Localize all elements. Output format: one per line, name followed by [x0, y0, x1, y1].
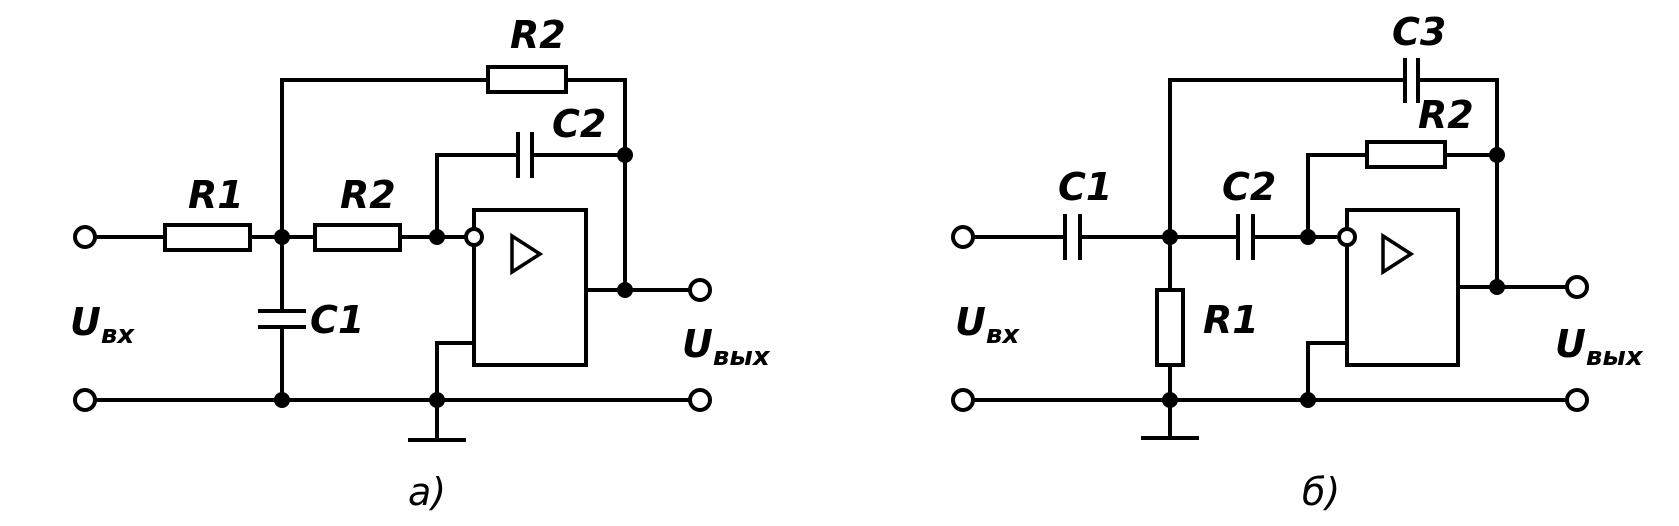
- resistor-r1-b: [1155, 288, 1185, 367]
- label-r1: R1: [188, 173, 244, 217]
- label-r2: R2: [1418, 93, 1474, 137]
- label-c1: C1: [310, 298, 364, 342]
- output-terminal-icon: [688, 278, 712, 302]
- label-u-out-main: U: [682, 322, 713, 366]
- diagram-b-junctions: [1162, 147, 1505, 408]
- junction-dot-icon: [1300, 392, 1316, 408]
- label-u-in-sub: вх: [986, 320, 1020, 350]
- triangle-icon: [510, 232, 544, 276]
- resistor-r2-top-a: [486, 65, 568, 94]
- junction-dot-icon: [274, 229, 290, 245]
- label-c3: C3: [1392, 10, 1446, 54]
- output-ground-terminal-icon: [1565, 388, 1589, 412]
- label-c2: C2: [552, 102, 606, 146]
- junction-dot-icon: [1489, 147, 1505, 163]
- label-r2-top: R2: [510, 13, 566, 57]
- opamp-b: [1337, 208, 1460, 367]
- label-u-in: Uвх: [955, 300, 1020, 350]
- junction-dot-icon: [429, 392, 445, 408]
- input-terminal-icon: [951, 225, 975, 249]
- label-c1: C1: [1058, 165, 1112, 209]
- diagram-b-wires: [968, 78, 1572, 440]
- label-u-out-sub: вых: [1586, 342, 1644, 372]
- diagram-a: R1 R2 R2 C2 C1 Uвх Uвых a): [70, 13, 771, 514]
- label-r1: R1: [1203, 298, 1259, 342]
- label-u-in-main: U: [955, 300, 986, 344]
- capacitor-c3-b: [1403, 58, 1420, 103]
- label-u-in-sub: вх: [101, 320, 135, 350]
- input-ground-terminal-icon: [73, 388, 97, 412]
- label-u-out: Uвых: [682, 322, 771, 372]
- capacitor-c1-a: [258, 309, 306, 329]
- label-u-in-main: U: [70, 300, 101, 344]
- caption-b: б): [1302, 470, 1340, 514]
- input-ground-terminal-icon: [951, 388, 975, 412]
- diagram-a-junctions: [274, 147, 633, 408]
- label-u-out-main: U: [1555, 322, 1586, 366]
- output-terminal-icon: [1565, 275, 1589, 299]
- label-u-in: Uвх: [70, 300, 135, 350]
- inverting-input-circle-icon: [1337, 227, 1357, 247]
- inverting-input-circle-icon: [464, 227, 484, 247]
- diagram-a-wires: [88, 78, 695, 442]
- junction-dot-icon: [1162, 229, 1178, 245]
- junction-dot-icon: [274, 392, 290, 408]
- resistor-r2-mid-a: [313, 223, 402, 252]
- caption-a: a): [408, 470, 446, 514]
- diagram-b: C1 C2 C3 R2 R1 Uвх Uвых б): [951, 10, 1644, 514]
- junction-dot-icon: [617, 147, 633, 163]
- junction-dot-icon: [1300, 229, 1316, 245]
- opamp-a: [464, 208, 588, 367]
- label-u-out: Uвых: [1555, 322, 1644, 372]
- capacitor-c1-b: [1063, 214, 1082, 260]
- label-r2-mid: R2: [340, 173, 396, 217]
- triangle-icon: [1381, 232, 1415, 276]
- junction-dot-icon: [1489, 279, 1505, 295]
- resistor-r1-a: [163, 223, 252, 252]
- capacitor-c2-a: [516, 132, 534, 178]
- resistor-r2-b: [1365, 140, 1447, 169]
- junction-dot-icon: [429, 229, 445, 245]
- label-u-out-sub: вых: [713, 342, 771, 372]
- junction-dot-icon: [617, 282, 633, 298]
- capacitor-c2-b: [1236, 214, 1255, 260]
- output-ground-terminal-icon: [688, 388, 712, 412]
- input-terminal-icon: [73, 225, 97, 249]
- junction-dot-icon: [1162, 392, 1178, 408]
- label-c2: C2: [1222, 165, 1276, 209]
